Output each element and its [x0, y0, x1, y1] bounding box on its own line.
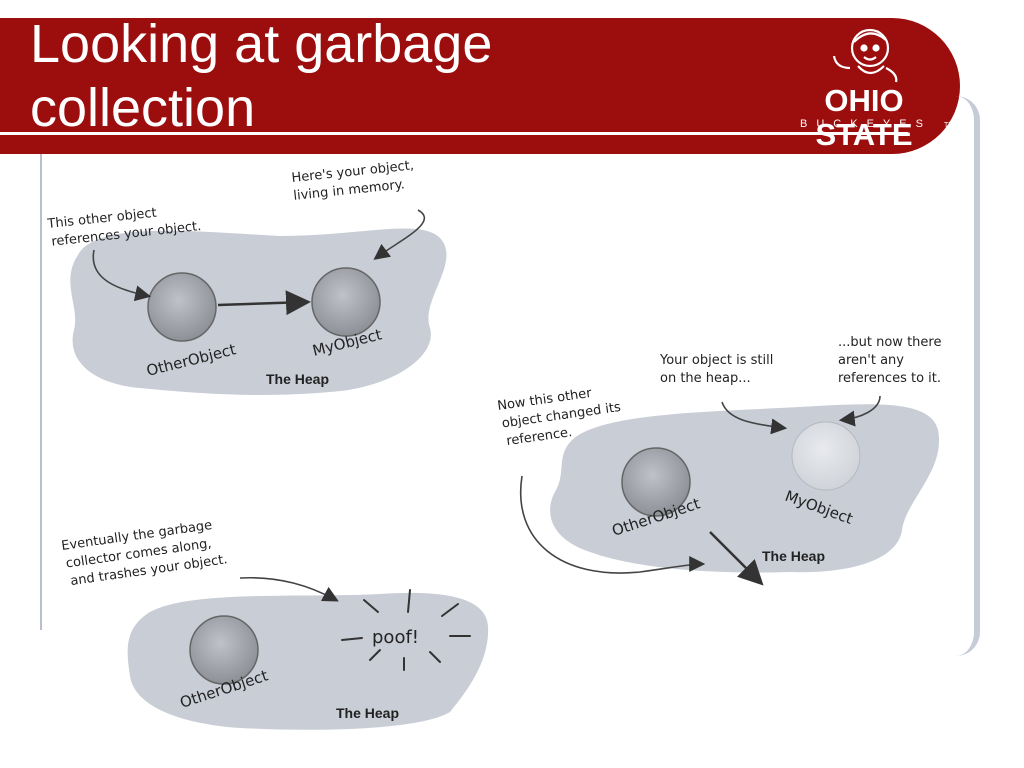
heap-2	[550, 404, 940, 573]
title-underline	[0, 132, 908, 135]
heap-1	[70, 228, 447, 395]
note-arrow-1b	[373, 209, 426, 260]
changed-reference-arrow	[709, 531, 764, 586]
note-arrow-3	[239, 576, 339, 602]
svg-text:Eventually the garbage col: Eventually the garbage collector comes a…	[60, 516, 228, 589]
other-object-1	[147, 272, 217, 342]
note-2b-line-2: on the heap...	[660, 371, 751, 386]
heap-label-2: The Heap	[762, 548, 825, 564]
poof-text: poof!	[372, 627, 419, 648]
slide-title-line-1: Looking at garbage	[30, 14, 493, 74]
my-object-2	[791, 421, 861, 491]
logo-tm: TM	[944, 122, 955, 129]
my-object-1	[311, 267, 381, 337]
header-bar	[0, 18, 960, 154]
svg-text:...but now there aren't an: ...but now there aren't any references t…	[838, 335, 946, 386]
heap-label-3: The Heap	[336, 705, 399, 721]
logo-sub: BUCKEYES	[800, 118, 932, 130]
note-2c-line-1: ...but now there	[838, 335, 941, 350]
other-object-3	[189, 615, 259, 685]
note-2c-line-3: references to it.	[838, 371, 941, 386]
slide-frame-left	[40, 154, 42, 630]
note-arrow-2c	[838, 395, 881, 427]
note-2c-line-2: aren't any	[838, 353, 904, 368]
slide-frame-right	[950, 96, 980, 656]
logo-name: OHIO STATE	[815, 83, 913, 152]
note-arrow-2a	[519, 475, 706, 574]
heap-label-1: The Heap	[266, 371, 329, 387]
note-2b-line-1: Your object is still	[659, 353, 773, 368]
svg-text:Here's your object, living: Here's your object, living in memory.	[291, 158, 421, 204]
poof-burst-icon	[341, 589, 471, 671]
svg-text:Your object is still on th: Your object is still on the heap...	[659, 353, 777, 386]
reference-arrow-1	[217, 290, 311, 316]
note-arrow-2b	[721, 401, 788, 435]
slide-title-line-2: collection	[30, 78, 256, 138]
note-arrow-1a	[92, 249, 152, 302]
other-object-2	[621, 447, 691, 517]
brutus-mascot-icon	[832, 28, 898, 83]
slide-title: Looking at garbage collection	[30, 12, 492, 140]
